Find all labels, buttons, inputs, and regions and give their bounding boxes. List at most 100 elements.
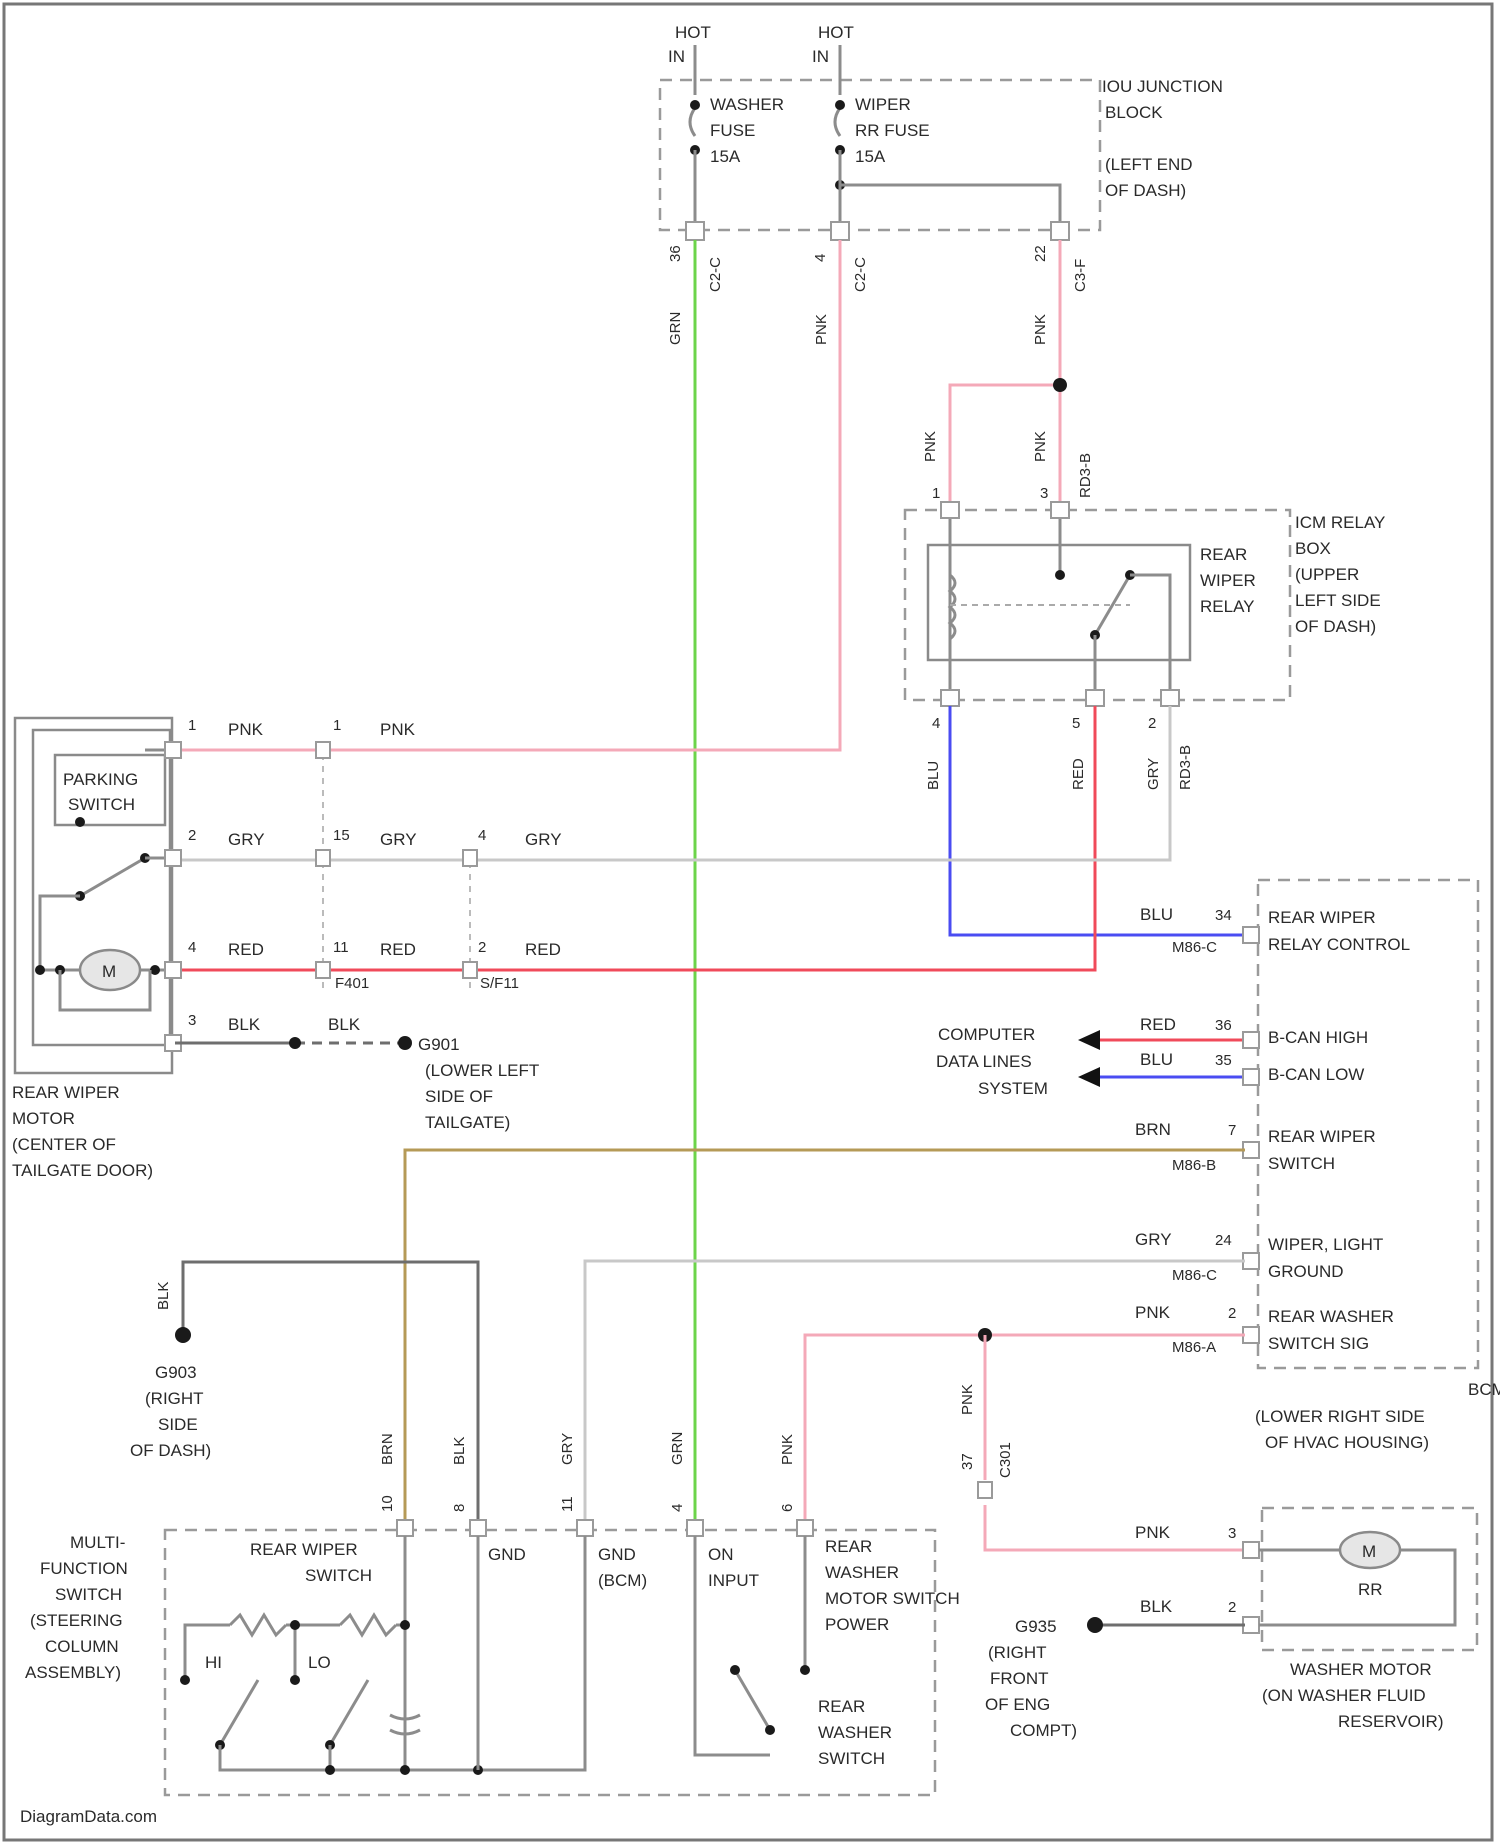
washer-caption-3: RESERVOIR) xyxy=(1338,1712,1444,1731)
bcm-pin-36: 36 xyxy=(1215,1017,1232,1034)
fuse-connector-3 xyxy=(1051,222,1069,240)
bcm-pin-34: 34 xyxy=(1215,907,1232,924)
bcm-conn-34-id: M86-C xyxy=(1172,939,1217,956)
wire-label-red-relay: RED xyxy=(1070,758,1087,790)
washer-fuse-dot-top xyxy=(690,100,700,110)
rwm-power-label4: POWER xyxy=(825,1615,889,1634)
wire-label-gry-bcm: GRY xyxy=(1135,1230,1172,1249)
fuse-conn-3: C3-F xyxy=(1072,259,1089,292)
rws-label3: SWITCH xyxy=(818,1749,885,1768)
wire-label-blk-b: BLK xyxy=(328,1015,361,1034)
relay-name-line1: REAR xyxy=(1200,545,1247,564)
wiper-fuse-dot-top xyxy=(835,100,845,110)
wire-label-brn-bcm: BRN xyxy=(1135,1120,1171,1139)
bcm-conn-35 xyxy=(1243,1069,1259,1085)
bcm-conn-7 xyxy=(1243,1142,1259,1158)
mfs-conn-10 xyxy=(397,1520,413,1536)
washer-power-contact xyxy=(800,1665,810,1675)
wire-label-pnk-2: PNK xyxy=(813,314,830,345)
c301-conn: C301 xyxy=(997,1442,1014,1478)
wire-label-blu-relay: BLU xyxy=(925,761,942,790)
wire-label-blk-a: BLK xyxy=(228,1015,261,1034)
gnd-bcm-label2: (BCM) xyxy=(598,1571,647,1590)
iou-location-line1: (LEFT END xyxy=(1105,155,1193,174)
fuse-pin-3: 22 xyxy=(1032,245,1049,262)
motor-conn-2 xyxy=(165,850,181,866)
bcm-conn-2-id: M86-A xyxy=(1172,1339,1216,1356)
washer-conn-3 xyxy=(1243,1542,1259,1558)
ground-g903-loc2: SIDE xyxy=(158,1415,198,1434)
wire-label-blu-bcan: BLU xyxy=(1140,1050,1173,1069)
motor-caption-4: TAILGATE DOOR) xyxy=(12,1161,153,1180)
rear-wiper-switch-label2: SWITCH xyxy=(305,1566,372,1585)
inline-pin-4: 4 xyxy=(478,827,486,844)
mfs-label-3: SWITCH xyxy=(55,1585,122,1604)
relay-bot-pin-a: 4 xyxy=(932,715,940,732)
relay-top-conn-2 xyxy=(1051,502,1069,518)
in-label-right: IN xyxy=(812,47,829,66)
bcm-conn-34 xyxy=(1243,927,1259,943)
inline-conn-red-2 xyxy=(463,962,477,978)
relay-top-pin-a: 1 xyxy=(932,485,940,502)
inline-conn-red-1 xyxy=(316,962,330,978)
washer-pin-3: 3 xyxy=(1228,1525,1236,1542)
wire-label-brn-mfs: BRN xyxy=(379,1433,396,1465)
wire-label-gry-c: GRY xyxy=(525,830,562,849)
wire-label-pnk-5: PNK xyxy=(1032,431,1049,462)
washer-fuse-label3: 15A xyxy=(710,147,741,166)
rwm-power-label3: MOTOR SWITCH xyxy=(825,1589,960,1608)
relay-bot-conn: RD3-B xyxy=(1177,745,1194,790)
wire-label-gry-a: GRY xyxy=(228,830,265,849)
mfs-pin-11: 11 xyxy=(559,1496,576,1512)
bcm-pin-2: 2 xyxy=(1228,1305,1236,1322)
gnd-label: GND xyxy=(488,1545,526,1564)
washer-motor-rr: RR xyxy=(1358,1580,1383,1599)
lo-label: LO xyxy=(308,1653,331,1672)
park-switch-contact xyxy=(75,817,85,827)
inline-conn-gry-2 xyxy=(463,850,477,866)
wire-label-grn-top: GRN xyxy=(667,312,684,345)
wire-label-pnk-3: PNK xyxy=(1032,314,1049,345)
ground-g901-loc2: SIDE OF xyxy=(425,1087,493,1106)
resistor-node xyxy=(400,1620,410,1630)
bcm-id: BCM xyxy=(1468,1380,1500,1399)
ground-g901-terminal xyxy=(398,1036,412,1050)
relay-box-line1: ICM RELAY xyxy=(1295,513,1385,532)
wire-label-pnk-b: PNK xyxy=(380,720,416,739)
ground-g935-loc4: COMPT) xyxy=(1010,1721,1077,1740)
wire-label-blk-mfs: BLK xyxy=(451,1437,468,1465)
relay-box-line3: (UPPER xyxy=(1295,565,1359,584)
mfs-pin-4: 4 xyxy=(669,1504,686,1512)
ground-g935-loc2: FRONT xyxy=(990,1669,1049,1688)
hi-label: HI xyxy=(205,1653,222,1672)
iou-title-line1: IOU JUNCTION xyxy=(1102,77,1223,96)
bcm-conn-24 xyxy=(1243,1253,1259,1269)
motor-m-label: M xyxy=(102,962,116,981)
parking-switch-label2: SWITCH xyxy=(68,795,135,814)
wire-label-red-c: RED xyxy=(525,940,561,959)
mfs-pin-6: 6 xyxy=(779,1504,796,1512)
wire-label-red-a: RED xyxy=(228,940,264,959)
mfs-conn-6 xyxy=(797,1520,813,1536)
bcm-location-2: OF HVAC HOUSING) xyxy=(1265,1433,1429,1452)
fuse-connector-2 xyxy=(831,222,849,240)
computer-label-3: SYSTEM xyxy=(978,1079,1048,1098)
motor-conn-4 xyxy=(165,962,181,978)
in-label-left: IN xyxy=(668,47,685,66)
watermark: DiagramData.com xyxy=(20,1807,157,1826)
rear-washer-switch-pivot xyxy=(730,1665,740,1675)
bcm-location-1: (LOWER RIGHT SIDE xyxy=(1255,1407,1425,1426)
washer-caption-1: WASHER MOTOR xyxy=(1290,1660,1432,1679)
motor-pin-2: 2 xyxy=(188,827,196,844)
washer-fuse-label1: WASHER xyxy=(710,95,784,114)
wire-label-grn-mfs: GRN xyxy=(669,1432,686,1465)
washer-caption-2: (ON WASHER FLUID xyxy=(1262,1686,1426,1705)
wire-label-blu-bcm: BLU xyxy=(1140,905,1173,924)
bcm-func-2-l2: SWITCH SIG xyxy=(1268,1334,1369,1353)
fuse-conn-2: C2-C xyxy=(852,257,869,292)
relay-top-conn-1 xyxy=(941,502,959,518)
washer-pin-2: 2 xyxy=(1228,1599,1236,1616)
relay-top-pin-b: 3 xyxy=(1040,485,1048,502)
inline-pin-11: 11 xyxy=(333,939,349,956)
